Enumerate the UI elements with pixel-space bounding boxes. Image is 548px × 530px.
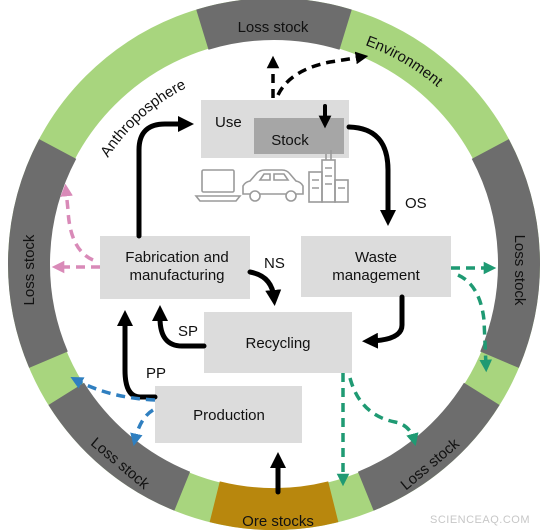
loss-stock-left-label: Loss stock [21,234,38,305]
production-loss-down-dashed [130,408,154,447]
fabrication-loss-environment-dashed [60,183,94,262]
stock-label: Stock [271,132,309,149]
flow-use-to-waste [346,124,397,227]
loss-stock-left-segment [8,139,77,368]
os-label: OS [405,195,427,212]
recycling-box [204,312,352,373]
flow-waste-to-recycling [362,294,405,349]
flow-fabrication-to-use [136,115,195,239]
fabrication-box [100,236,250,299]
waste-label-line1: Waste [355,249,397,266]
production-loss-environment-dashed [70,377,156,402]
ore-stocks-label: Ore stocks [242,513,314,530]
loss-stock-top-label: Loss stock [238,19,309,36]
loss-stock-right-label: Loss stock [511,235,528,306]
sp-label: SP [178,323,198,340]
ns-label: NS [264,255,285,272]
use-label: Use [215,114,242,131]
loss-stock-segments [8,0,540,530]
car-icon [242,169,304,202]
waste-label-line2: management [332,267,420,284]
recycling-label: Recycling [245,335,310,352]
loss-stock-top-segment [196,0,352,50]
laptop-icon [194,169,242,202]
production-label: Production [193,407,265,424]
watermark: SCIENCEAQ.COM [430,514,530,526]
recycling-loss-environment-dashed [348,377,419,447]
waste-loss-environment-dashed [457,273,493,373]
ring-inner-edge [49,39,499,489]
fabrication-label-line1: Fabrication and [125,249,228,266]
pp-label: PP [146,365,166,382]
loss-stock-bottom-left-segment [48,382,191,511]
material-flows [116,104,405,495]
fabrication-label-line2: manufacturing [129,267,224,284]
loss-stock-bottom-right-segment [357,382,500,511]
production-box [155,386,302,443]
flow-production-to-fabrication [116,309,158,400]
use-loss-environment-dashed [276,51,369,96]
ore-stocks-segment [209,481,339,530]
flow-fabrication-to-recycling [247,269,282,306]
buildings-icon [308,150,349,203]
loss-stock-right-segment [471,139,540,368]
flow-recycling-to-fabrication [151,304,207,349]
waste-management-box [301,236,451,297]
